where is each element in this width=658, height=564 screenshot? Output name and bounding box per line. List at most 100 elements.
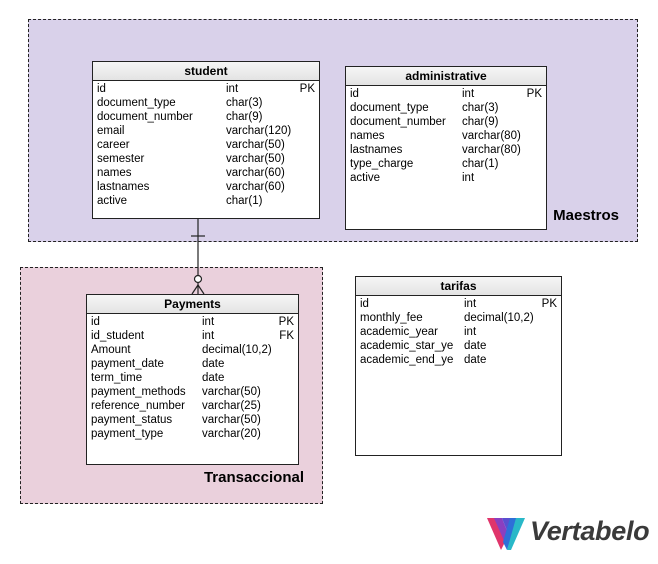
table-row[interactable]: academic_year int	[356, 325, 561, 339]
column-name: document_type	[350, 102, 429, 114]
column-type: varchar(50)	[202, 414, 261, 426]
column-type: char(3)	[226, 97, 263, 109]
table-row[interactable]: academic_star_ye date	[356, 339, 561, 353]
column-type: varchar(50)	[226, 139, 285, 151]
column-name: document_type	[97, 97, 176, 109]
column-key: PK	[299, 83, 315, 95]
column-name: id	[360, 298, 369, 310]
column-type: int	[464, 326, 477, 338]
table-row[interactable]: reference_number varchar(25)	[87, 399, 298, 413]
column-name: payment_type	[91, 428, 164, 440]
column-name: lastnames	[97, 181, 150, 193]
table-row[interactable]: id int PK	[356, 297, 561, 311]
vertabelo-logo-text: Vertabelo	[530, 516, 650, 546]
column-type: varchar(80)	[462, 130, 521, 142]
vertabelo-logo-icon	[487, 518, 525, 550]
column-type: char(9)	[226, 111, 263, 123]
column-name: email	[97, 125, 125, 137]
table-row[interactable]: payment_date date	[87, 357, 298, 371]
vertabelo-logo: Vertabelo	[485, 512, 655, 556]
area-transaccional-label: Transaccional	[203, 469, 304, 486]
table-row[interactable]: id int PK	[93, 82, 319, 96]
column-name: reference_number	[91, 400, 185, 412]
column-type: varchar(50)	[202, 386, 261, 398]
column-type: varchar(25)	[202, 400, 261, 412]
column-name: id	[97, 83, 106, 95]
column-type: int	[202, 316, 215, 328]
column-type: decimal(10,2)	[464, 312, 534, 324]
column-type: varchar(20)	[202, 428, 261, 440]
column-type: varchar(50)	[226, 153, 285, 165]
column-name: term_time	[91, 372, 143, 384]
table-row[interactable]: names varchar(80)	[346, 129, 546, 143]
column-type: date	[464, 354, 487, 366]
table-row[interactable]: academic_end_ye date	[356, 353, 561, 367]
column-name: payment_date	[91, 358, 164, 370]
table-row[interactable]: term_time date	[87, 371, 298, 385]
column-name: active	[97, 195, 128, 207]
column-name: academic_year	[360, 326, 438, 338]
area-maestros-label: Maestros	[553, 207, 619, 224]
table-row[interactable]: document_type char(3)	[93, 96, 319, 110]
column-name: academic_end_ye	[360, 354, 454, 366]
table-title: tarifas	[356, 277, 561, 296]
column-name: names	[97, 167, 132, 179]
table-row[interactable]: Amount decimal(10,2)	[87, 343, 298, 357]
column-type: varchar(80)	[462, 144, 521, 156]
column-type: int	[226, 83, 239, 95]
table-student[interactable]: student id int PK document_type char(3)docum…	[92, 61, 320, 219]
table-row[interactable]: email varchar(120)	[93, 124, 319, 138]
column-name: document_number	[350, 116, 446, 128]
table-row[interactable]: document_number char(9)	[346, 115, 546, 129]
column-type: char(9)	[462, 116, 499, 128]
column-type: int	[462, 172, 475, 184]
column-key: PK	[278, 316, 294, 328]
column-name: monthly_fee	[360, 312, 423, 324]
column-key: FK	[279, 330, 294, 342]
table-row[interactable]: career varchar(50)	[93, 138, 319, 152]
column-name: lastnames	[350, 144, 403, 156]
column-type: varchar(120)	[226, 125, 292, 137]
column-name: payment_methods	[91, 386, 186, 398]
table-row[interactable]: lastnames varchar(80)	[346, 143, 546, 157]
column-type: decimal(10,2)	[202, 344, 272, 356]
column-key: PK	[526, 88, 542, 100]
column-name: Amount	[91, 344, 131, 356]
table-row[interactable]: lastnames varchar(60)	[93, 180, 319, 194]
table-row[interactable]: payment_status varchar(50)	[87, 413, 298, 427]
column-type: int	[202, 330, 215, 342]
column-key: PK	[541, 298, 557, 310]
column-name: academic_star_ye	[360, 340, 454, 352]
column-type: int	[464, 298, 477, 310]
column-type: char(1)	[462, 158, 499, 170]
column-type: date	[202, 358, 225, 370]
column-name: payment_status	[91, 414, 173, 426]
column-type: int	[462, 88, 475, 100]
column-list: id int PK document_type char(3)document_numb…	[93, 81, 319, 208]
column-type: date	[202, 372, 225, 384]
column-name: career	[97, 139, 130, 151]
column-type: date	[464, 340, 487, 352]
table-row[interactable]: payment_methods varchar(50)	[87, 385, 298, 399]
table-row[interactable]: monthly_fee decimal(10,2)	[356, 311, 561, 325]
column-type: varchar(60)	[226, 181, 285, 193]
column-name: names	[350, 130, 385, 142]
table-title: student	[93, 62, 319, 81]
table-row[interactable]: payment_type varchar(20)	[87, 427, 298, 441]
